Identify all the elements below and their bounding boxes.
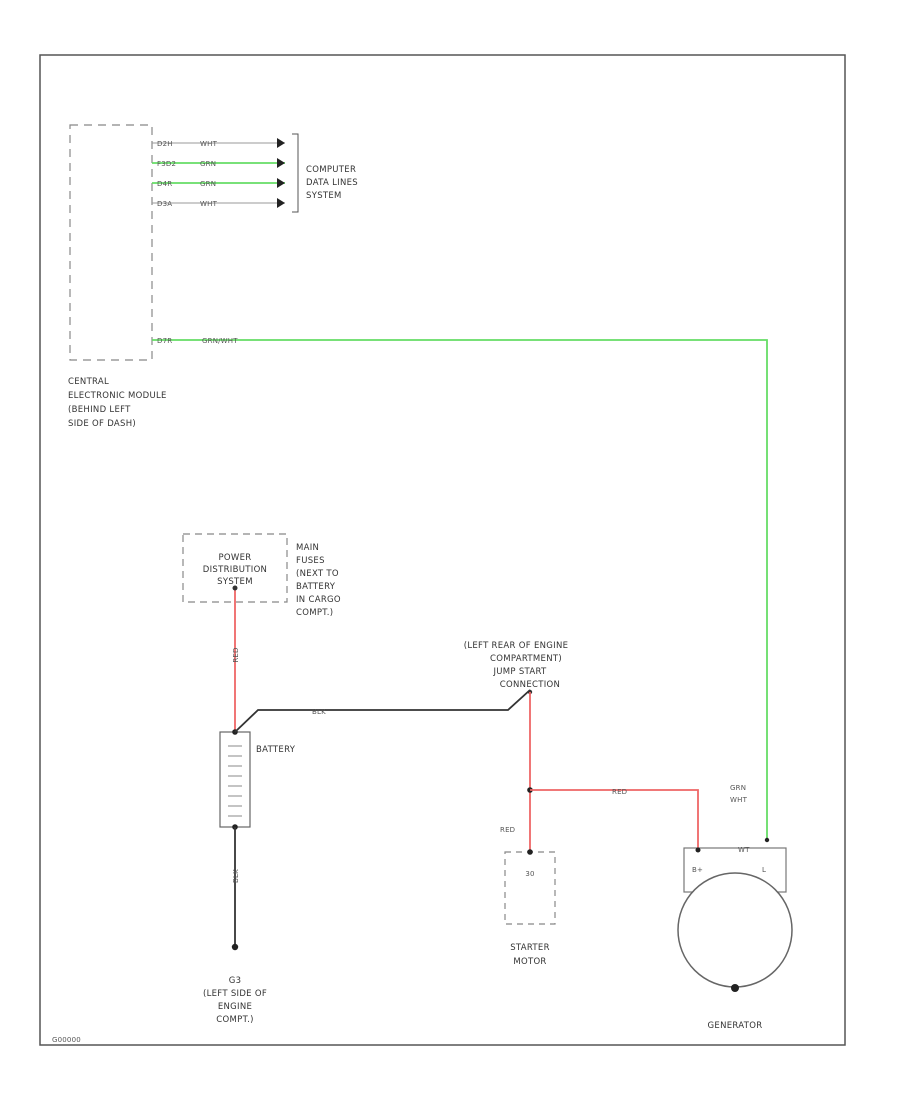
data-links-bracket	[292, 133, 299, 213]
jump-start-line-3: JUMP START	[492, 667, 547, 677]
generator-bplus-terminal	[695, 847, 701, 853]
green-wire-to-generator	[152, 339, 768, 840]
jump-start-line-4: CONNECTION	[500, 680, 560, 690]
gen-wire-label: GRN/WHT	[202, 337, 238, 345]
black-wire-battery-positive	[234, 689, 531, 733]
main-fuses-line-2: FUSES	[296, 556, 325, 566]
power-dist-line-1: POWER	[219, 553, 252, 563]
generator-body	[677, 872, 793, 988]
ground-label-line-4: COMPT.)	[216, 1015, 253, 1025]
generator-l-label: L	[762, 866, 766, 874]
cem-label-line-1: CENTRAL	[68, 377, 109, 387]
battery-pos-wire-label: BLK	[312, 708, 326, 716]
generator-ground-stud	[731, 984, 739, 992]
cem-label-line-4: SIDE OF DASH)	[68, 419, 136, 429]
power-dist-line-2: DISTRIBUTION	[203, 565, 267, 575]
data-links-label-line-2: DATA LINES	[306, 178, 358, 188]
generator-label: GENERATOR	[708, 1021, 763, 1031]
cem-label-line-3: (BEHIND LEFT	[68, 405, 131, 415]
cem-generator-wire: D7R GRN/WHT	[152, 337, 768, 840]
battery-jump-start-wire: BLK	[234, 689, 531, 733]
battery-ground-wire: BLK G3 (LEFT SIDE OF ENGINE COMPT.)	[203, 827, 267, 1025]
figure-id: G00000	[52, 1036, 81, 1044]
power-dist-dashed-box	[182, 533, 288, 603]
central-electronic-module: CENTRAL ELECTRONIC MODULE (BEHIND LEFT S…	[68, 124, 167, 429]
battery-cells	[228, 745, 242, 817]
gen-pin-label: D7R	[157, 337, 172, 345]
jump-start-line-1: (LEFT REAR OF ENGINE	[464, 641, 569, 651]
cem-dashed-box	[69, 124, 153, 361]
generator: B+ L WT GRN WHT GENERATOR	[677, 784, 793, 1031]
power-distribution-system: POWER DISTRIBUTION SYSTEM MAIN FUSES (NE…	[182, 533, 341, 618]
pin-label-4: D3A	[157, 200, 172, 208]
arrow-3	[277, 178, 285, 188]
ground-label-line-3: ENGINE	[218, 1002, 252, 1012]
power-dist-battery-wire: RED	[232, 585, 240, 732]
arrow-2	[277, 158, 285, 168]
battery: BATTERY	[219, 729, 296, 830]
red-wires-starter-generator: RED RED	[500, 692, 699, 852]
ground-label-line-2: (LEFT SIDE OF	[203, 989, 267, 999]
generator-top-pin-label: WT	[738, 846, 750, 854]
power-dist-terminal	[232, 585, 238, 591]
generator-l-wire-line-1: GRN	[730, 784, 746, 792]
main-fuses-line-4: BATTERY	[296, 582, 336, 592]
cem-label-line-2: ELECTRONIC MODULE	[68, 391, 167, 401]
jump-start-line-2: COMPARTMENT)	[490, 654, 562, 664]
generator-l-terminal	[764, 837, 770, 843]
data-links-label-line-3: SYSTEM	[306, 191, 342, 201]
generator-bplus-label: B+	[692, 866, 703, 874]
main-fuses-line-1: MAIN	[296, 543, 319, 553]
main-fuses-line-5: IN CARGO	[296, 595, 341, 605]
data-link-wires: D2H WHT F3D2 GRN D4R GRN D3A WHT COMPUTE…	[152, 133, 358, 213]
ground-label-line-1: G3	[229, 976, 242, 986]
starter-motor: 30 STARTER MOTOR	[504, 849, 556, 967]
pin-label-2: F3D2	[157, 160, 176, 168]
generator-l-wire-line-2: WHT	[730, 796, 748, 804]
starter-dashed-box	[504, 851, 556, 925]
wire-label-4: WHT	[200, 200, 218, 208]
starter-label-line-1: STARTER	[510, 943, 550, 953]
arrow-1	[277, 138, 285, 148]
pin-label-1: D2H	[157, 140, 173, 148]
starter-label-line-2: MOTOR	[513, 957, 546, 967]
wire-label-3: GRN	[200, 180, 216, 188]
power-dist-wire-label: RED	[232, 647, 240, 662]
battery-label: BATTERY	[256, 745, 296, 755]
power-dist-line-3: SYSTEM	[217, 577, 253, 587]
jump-start-connection: (LEFT REAR OF ENGINE COMPARTMENT) JUMP S…	[464, 641, 569, 695]
starter-terminal	[527, 849, 533, 855]
data-links-label-line-1: COMPUTER	[306, 165, 356, 175]
pin-label-3: D4R	[157, 180, 172, 188]
battery-neg-wire-label: BLK	[232, 869, 240, 883]
wire-label-1: WHT	[200, 140, 218, 148]
generator-bplus-wire-label: RED	[612, 788, 627, 796]
red-wire-to-generator	[530, 789, 699, 850]
ground-terminal	[231, 943, 239, 951]
main-fuses-line-3: (NEXT TO	[296, 569, 339, 579]
diagram-border	[39, 54, 846, 1046]
main-fuses-line-6: COMPT.)	[296, 608, 333, 618]
starter-pin-label: 30	[525, 870, 534, 878]
wire-label-2: GRN	[200, 160, 216, 168]
starter-wire-label: RED	[500, 826, 515, 834]
arrow-4	[277, 198, 285, 208]
